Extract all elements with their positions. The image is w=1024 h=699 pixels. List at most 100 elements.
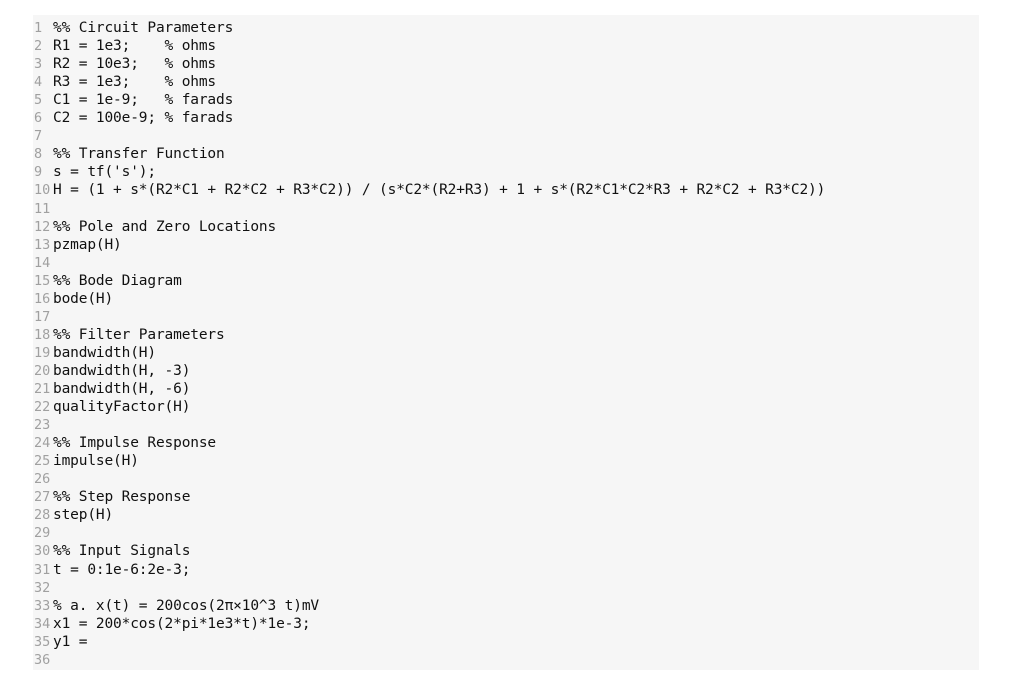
code-text[interactable]: H = (1 + s*(R2*C1 + R2*C2 + R3*C2)) / (s… — [53, 182, 826, 199]
code-text[interactable]: impulse(H) — [53, 453, 139, 470]
code-text[interactable]: % a. x(t) = 200cos(2π×10^3 t)mV — [53, 597, 319, 614]
line-number: 21 — [34, 381, 51, 397]
code-line[interactable]: 30%% Input Signals — [33, 542, 979, 560]
code-text[interactable]: bandwidth(H, -3) — [53, 362, 191, 379]
code-line[interactable]: 12%% Pole and Zero Locations — [33, 218, 979, 236]
code-text[interactable]: x1 = 200*cos(2*pi*1e3*t)*1e-3; — [53, 615, 311, 632]
code-line[interactable]: 29 — [33, 524, 979, 542]
line-number: 10 — [34, 182, 51, 199]
code-line[interactable]: 27%% Step Response — [33, 488, 979, 506]
line-number: 34 — [34, 615, 51, 632]
code-text[interactable]: pzmap(H) — [53, 236, 122, 253]
line-number: 6 — [34, 110, 43, 127]
line-number: 19 — [34, 344, 51, 361]
code-line[interactable]: 14 — [33, 254, 979, 272]
line-number: 26 — [34, 471, 51, 488]
line-number: 33 — [34, 597, 51, 614]
code-text[interactable]: step(H) — [53, 507, 114, 524]
line-number: 29 — [34, 525, 51, 542]
code-line[interactable]: 26 — [33, 470, 979, 488]
line-number: 2 — [34, 38, 43, 55]
line-number: 24 — [34, 435, 51, 452]
line-number: 3 — [34, 56, 43, 73]
code-text[interactable]: y1 = — [53, 633, 88, 650]
code-text[interactable]: %% Impulse Response — [53, 435, 217, 452]
line-number: 7 — [34, 128, 43, 145]
code-line[interactable]: 3 R2 = 10e3; % ohms — [33, 55, 979, 73]
line-number: 5 — [34, 92, 43, 109]
code-text[interactable]: %% Transfer Function — [53, 146, 225, 163]
line-number: 36 — [34, 651, 51, 668]
code-text[interactable]: %% Circuit Parameters — [53, 20, 234, 36]
line-number: 27 — [34, 489, 51, 506]
line-number: 25 — [34, 453, 51, 470]
line-number: 12 — [34, 218, 51, 235]
code-line[interactable]: 9 s = tf('s'); — [33, 163, 979, 181]
code-line[interactable]: 36 — [33, 651, 979, 669]
code-line[interactable]: 33% a. x(t) = 200cos(2π×10^3 t)mV — [33, 597, 979, 615]
code-text[interactable]: bode(H) — [53, 290, 114, 307]
line-number: 30 — [34, 543, 51, 560]
line-number: 13 — [34, 236, 51, 253]
code-text[interactable]: %% Pole and Zero Locations — [53, 218, 277, 235]
line-number: 22 — [34, 399, 51, 416]
code-line[interactable]: 5 C1 = 1e-9; % farads — [33, 91, 979, 109]
code-line[interactable]: 23 — [33, 416, 979, 434]
code-line[interactable]: 18%% Filter Parameters — [33, 326, 979, 344]
code-line[interactable]: 1 %% Circuit Parameters — [33, 19, 979, 37]
code-text[interactable]: s = tf('s'); — [53, 164, 156, 181]
line-number: 35 — [34, 633, 51, 650]
line-number: 23 — [34, 417, 51, 434]
line-number: 28 — [34, 507, 51, 524]
code-text[interactable]: %% Input Signals — [53, 543, 191, 560]
code-text[interactable]: C2 = 100e-9; % farads — [53, 110, 234, 127]
code-line[interactable]: 11 — [33, 200, 979, 218]
line-number: 8 — [34, 146, 43, 163]
code-text[interactable]: R3 = 1e3; % ohms — [53, 74, 217, 91]
code-text[interactable]: %% Step Response — [53, 489, 191, 506]
line-number: 4 — [34, 74, 43, 91]
line-number: 16 — [34, 290, 51, 307]
line-number: 15 — [34, 272, 51, 289]
line-number: 17 — [34, 308, 51, 325]
code-text[interactable]: bandwidth(H) — [53, 344, 156, 361]
code-line[interactable]: 6 C2 = 100e-9; % farads — [33, 109, 979, 127]
code-line[interactable]: 4 R3 = 1e3; % ohms — [33, 73, 979, 91]
code-text[interactable]: C1 = 1e-9; % farads — [53, 92, 234, 109]
line-number: 20 — [34, 362, 51, 379]
code-line[interactable]: 7 — [33, 127, 979, 145]
line-number: 31 — [34, 561, 51, 578]
line-number: 32 — [34, 579, 51, 596]
code-line[interactable]: 8 %% Transfer Function — [33, 145, 979, 163]
line-number: 11 — [34, 200, 51, 217]
code-line[interactable]: 17 — [33, 308, 979, 326]
code-text[interactable]: R1 = 1e3; % ohms — [53, 38, 217, 55]
code-line[interactable]: 2 R1 = 1e3; % ohms — [33, 37, 979, 55]
code-text[interactable]: qualityFactor(H) — [53, 399, 191, 416]
code-text[interactable]: %% Filter Parameters — [53, 326, 225, 343]
code-text[interactable]: %% Bode Diagram — [53, 272, 182, 289]
code-text[interactable]: R2 = 10e3; % ohms — [53, 56, 217, 73]
line-number: 14 — [34, 254, 51, 271]
line-number: 18 — [34, 326, 51, 343]
line-number: 9 — [34, 164, 43, 181]
code-line[interactable]: 32 — [33, 579, 979, 597]
code-line[interactable]: 24%% Impulse Response — [33, 434, 979, 452]
line-number: 1 — [34, 20, 43, 36]
code-text[interactable]: t = 0:1e-6:2e-3; — [53, 561, 191, 578]
code-text[interactable]: bandwidth(H, -6) — [53, 381, 191, 397]
code-line[interactable]: 15%% Bode Diagram — [33, 272, 979, 290]
